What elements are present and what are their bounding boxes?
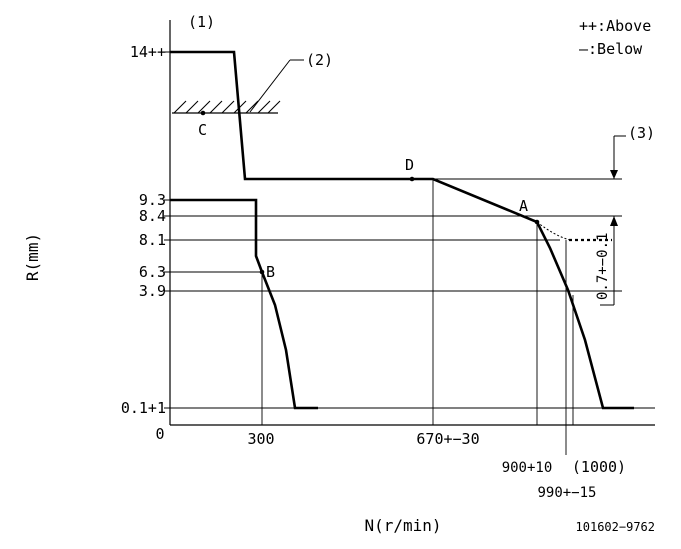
y-tick-0-1: 0.1+1 bbox=[121, 399, 166, 417]
arrow-up-3 bbox=[610, 216, 618, 226]
vertical-reference-lines bbox=[261, 179, 574, 455]
y-tick-3-9: 3.9 bbox=[139, 282, 166, 300]
legend-below: —:Below bbox=[579, 40, 643, 58]
full-load-curve bbox=[170, 50, 634, 410]
point-b-marker bbox=[259, 269, 265, 275]
idle-curve bbox=[170, 198, 318, 410]
x-tick-670: 670+−30 bbox=[416, 430, 479, 448]
point-a-marker bbox=[534, 219, 540, 225]
y-tick-marks bbox=[164, 51, 170, 409]
x-axis-title: N(r/min) bbox=[364, 516, 441, 535]
arrow-down-3 bbox=[610, 170, 618, 179]
callout-2-leader bbox=[249, 59, 291, 113]
point-b-label: B bbox=[266, 263, 275, 281]
y-tick-8-1: 8.1 bbox=[139, 231, 166, 249]
tolerance-label: 0.7+−0.1 bbox=[595, 233, 611, 300]
y-tick-8-4: 8.4 bbox=[139, 207, 166, 225]
reference-lines bbox=[170, 178, 655, 409]
y-tick-6-3: 6.3 bbox=[139, 263, 166, 281]
point-c-label: C bbox=[198, 121, 207, 139]
x-tick-1000: (1000) bbox=[572, 458, 626, 476]
callout-3: (3) bbox=[628, 124, 655, 142]
callout-2: (2) bbox=[306, 51, 333, 69]
point-a-label: A bbox=[519, 197, 528, 215]
y-axis-title: R(mm) bbox=[23, 233, 42, 281]
callout-1: (1) bbox=[188, 13, 215, 31]
y-tick-9-3: 9.3 bbox=[139, 191, 166, 209]
dashed-limit-curve bbox=[536, 221, 571, 241]
point-d-label: D bbox=[405, 156, 414, 174]
x-tick-300: 300 bbox=[247, 430, 274, 448]
point-c-marker bbox=[200, 110, 206, 116]
point-d-marker bbox=[409, 176, 415, 182]
drawing-number: 101602−9762 bbox=[576, 520, 655, 534]
stopper-hatch bbox=[172, 100, 281, 114]
x-tick-990: 990+−15 bbox=[537, 485, 596, 501]
y-tick-14: 14++ bbox=[130, 43, 166, 61]
origin-label: 0 bbox=[155, 425, 164, 443]
x-tick-900: 900+10 bbox=[502, 460, 553, 476]
legend-above: ++:Above bbox=[579, 17, 651, 35]
